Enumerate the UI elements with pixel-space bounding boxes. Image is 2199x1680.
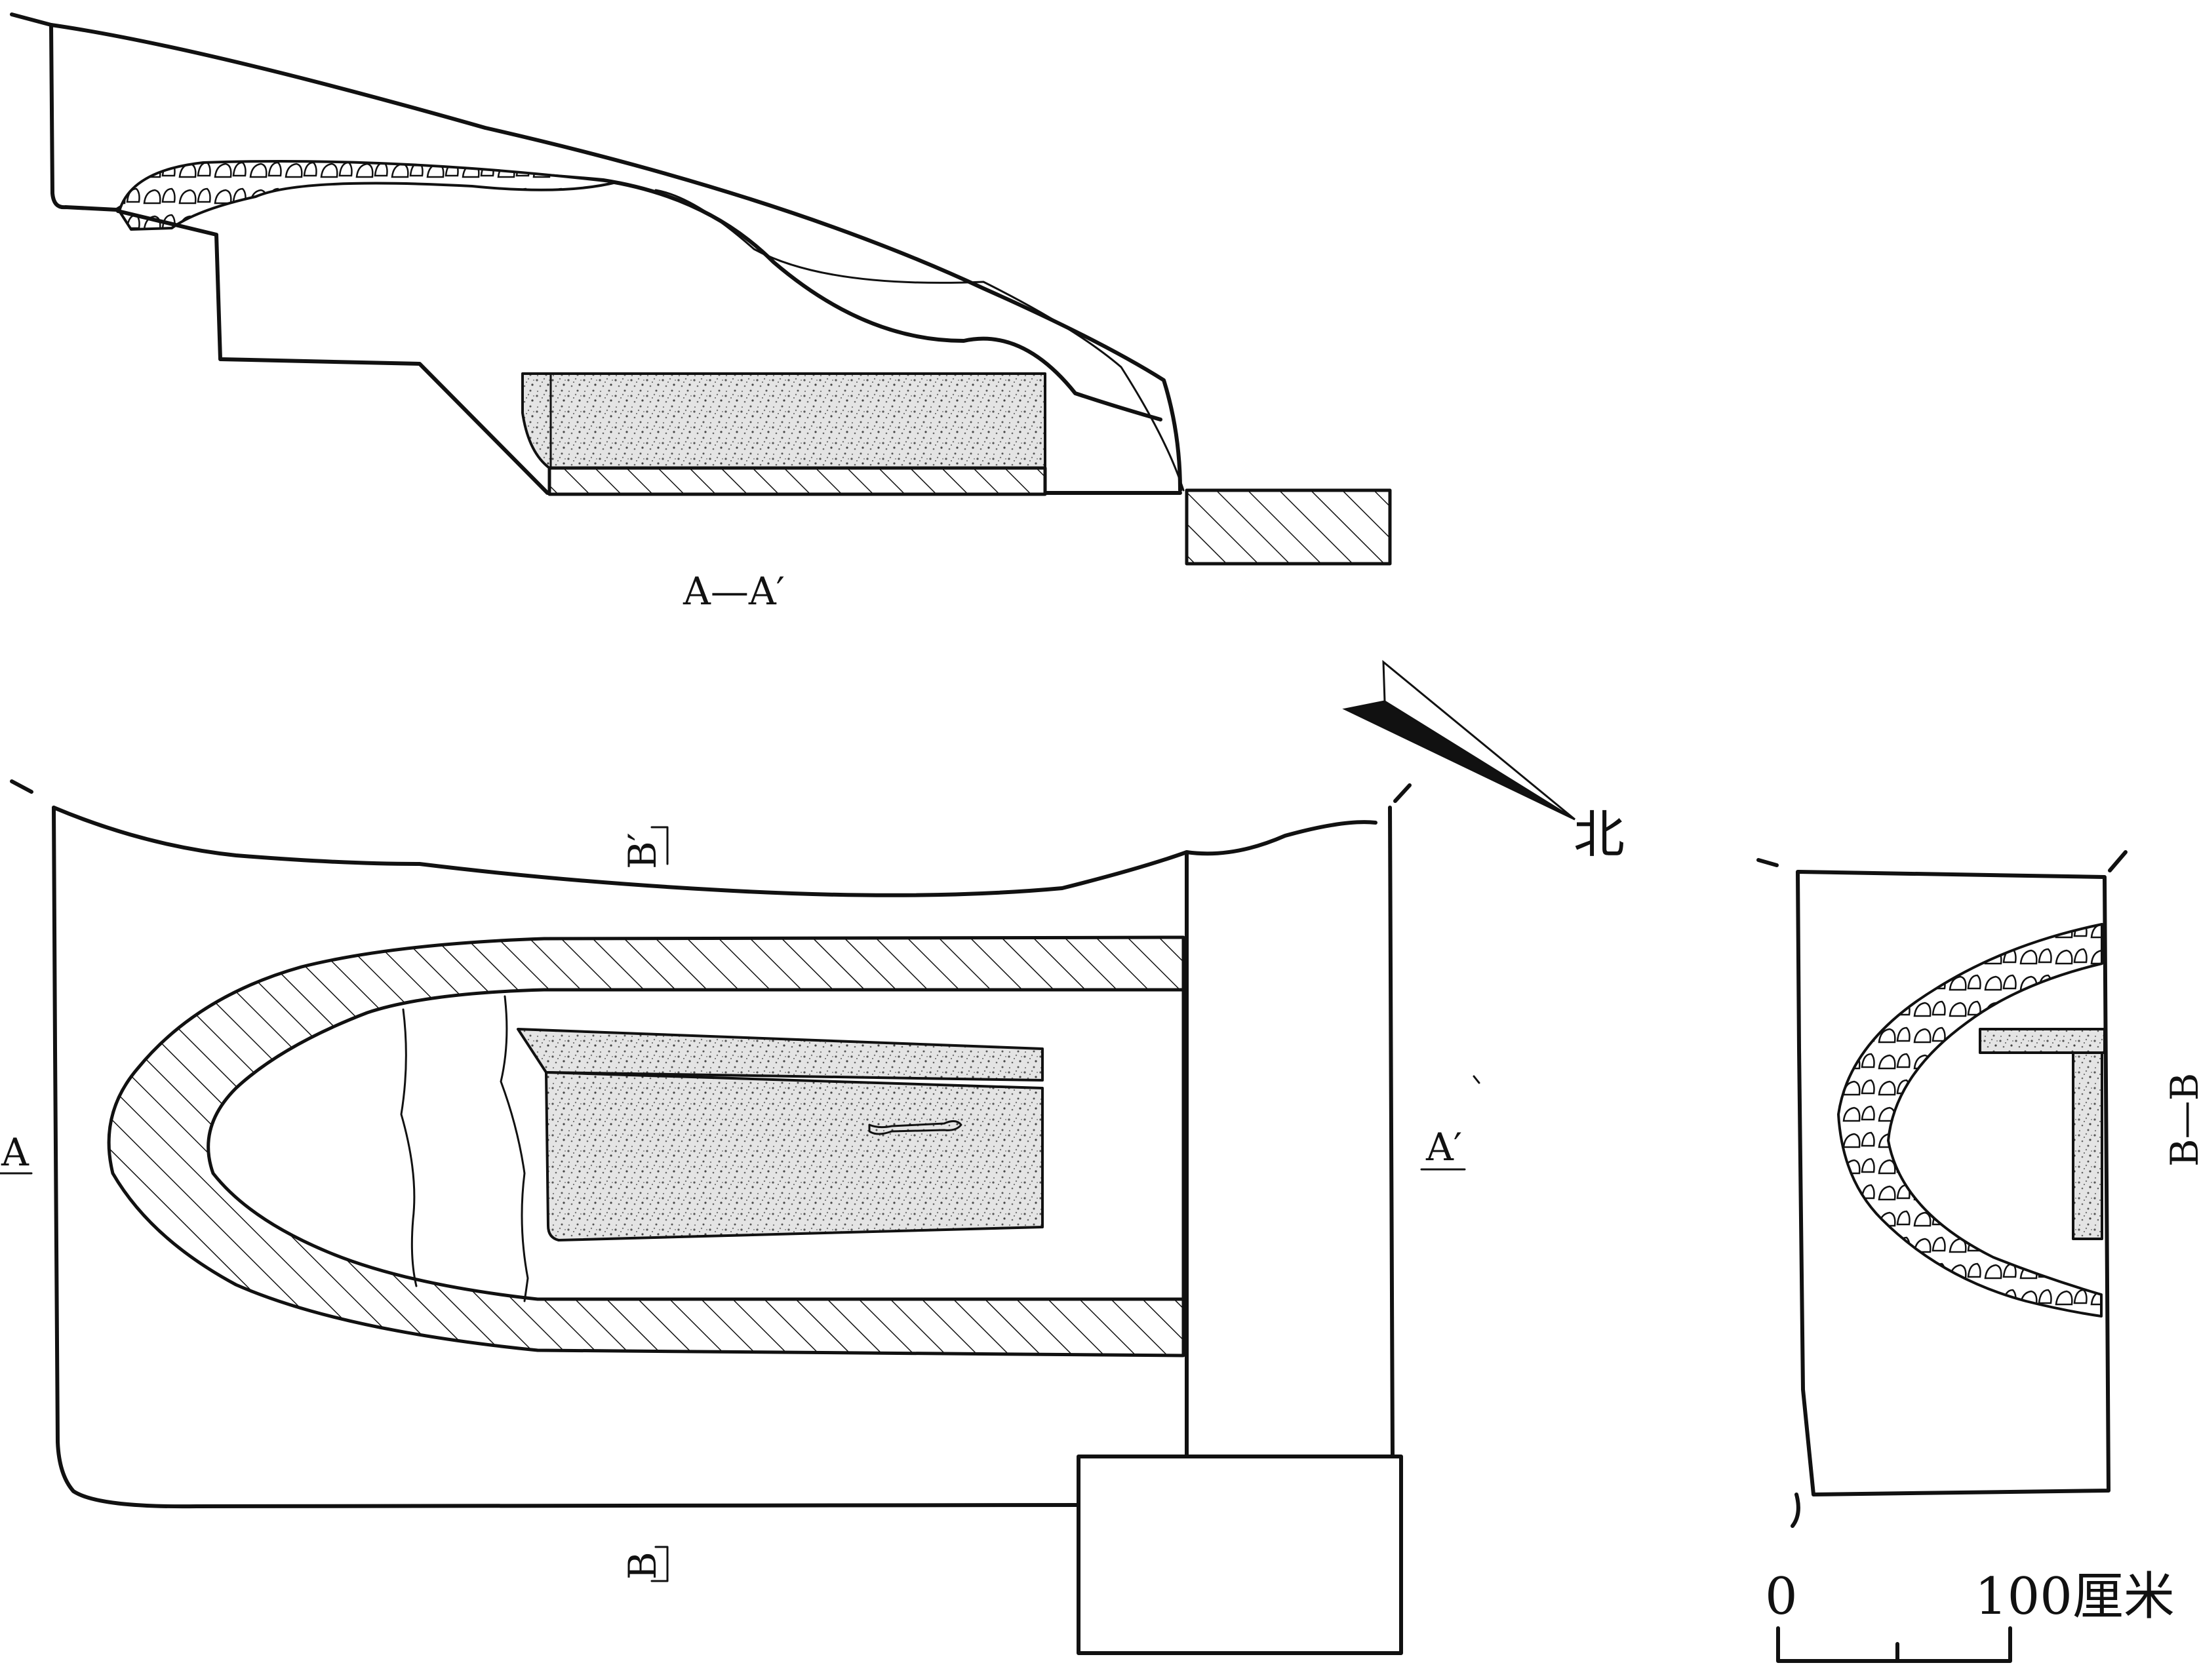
section-aa-drawing: A—A′ [10, 12, 1392, 614]
scale-end-label: 100厘米 [1975, 1567, 2175, 1626]
north-label: 北 [1574, 806, 1625, 865]
plan-b-prime-label: B′ [620, 832, 665, 869]
scale-zero-label: 0 [1765, 1567, 1798, 1626]
section-bb-drawing: B—B [1756, 850, 2199, 1528]
section-aa-label: A—A′ [683, 569, 785, 614]
section-bb-label: B—B [2162, 1073, 2199, 1167]
scale-bar: 0 100厘米 [1765, 1567, 2175, 1663]
north-arrow: 北 [1342, 659, 1625, 865]
plan-view-drawing: A A′ B′ B [0, 779, 1480, 1655]
plan-a-prime-label: A′ [1425, 1125, 1462, 1169]
plan-a-label: A [1, 1130, 30, 1175]
plan-b-label: B [620, 1552, 665, 1580]
